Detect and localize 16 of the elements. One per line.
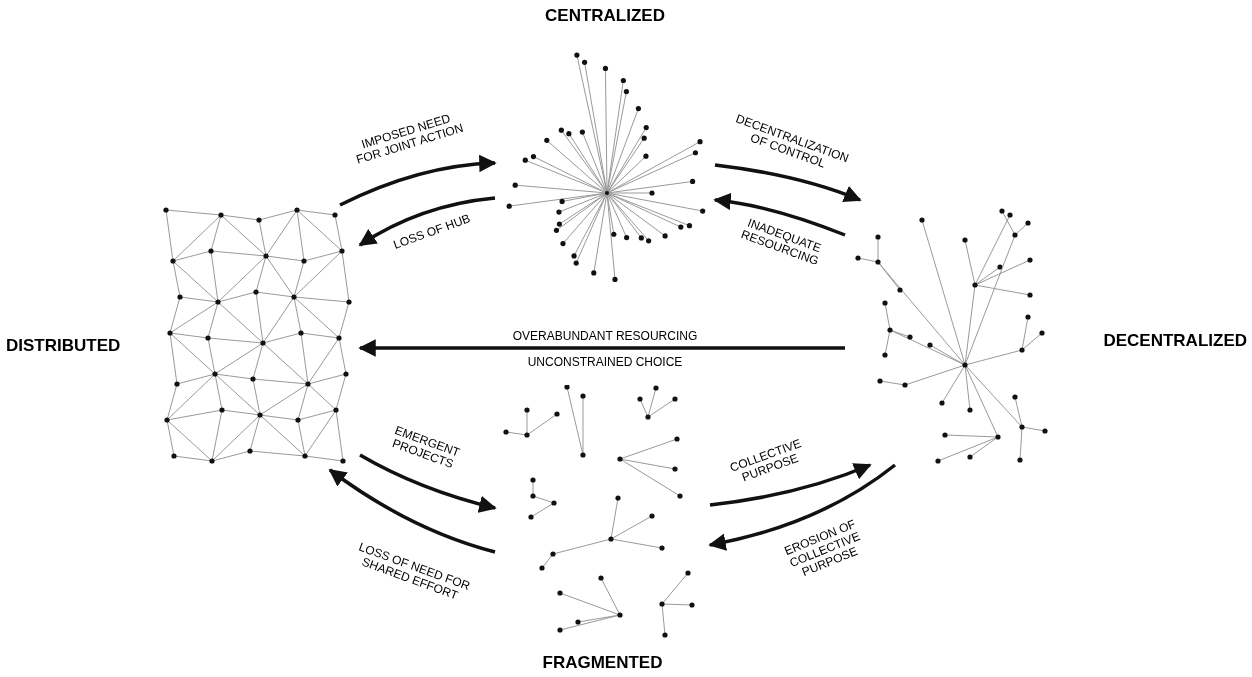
edge-label: OVERABUNDANT RESOURCING — [511, 329, 699, 343]
state-heading: DISTRIBUTED — [6, 335, 121, 357]
curved-arrow — [708, 463, 897, 551]
state-heading: CENTRALIZED — [544, 5, 666, 27]
curved-arrow — [328, 468, 496, 554]
curved-arrow — [339, 155, 497, 207]
state-heading: DECENTRALIZED — [1103, 330, 1247, 352]
curved-arrow — [713, 193, 846, 237]
caption-text: UNCONSTRAINED CHOICE — [526, 355, 684, 369]
curved-arrow — [714, 163, 862, 203]
curved-arrow — [358, 339, 845, 357]
state-heading: FRAGMENTED — [541, 651, 664, 673]
curved-arrow — [358, 196, 496, 247]
edge-label: LOSS OF HUB — [390, 210, 474, 254]
curved-arrow — [709, 462, 872, 507]
curved-arrow — [359, 453, 497, 513]
